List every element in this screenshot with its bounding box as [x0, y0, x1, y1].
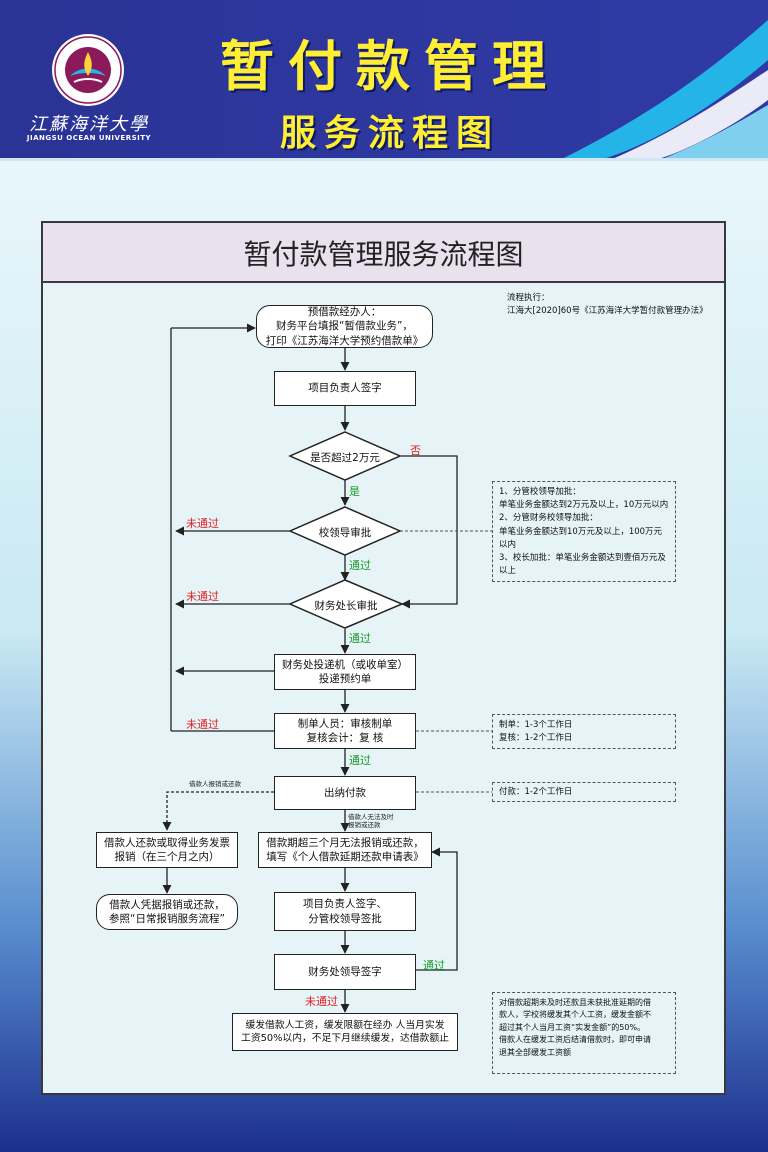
decision-finance-head-diamond — [288, 579, 404, 629]
note-pay-time: 付款：1-2个工作日 — [492, 782, 676, 802]
node-finance-head: 财务处长审批 — [314, 600, 378, 612]
note-review-time: 制单：1-3个工作日 复核：1-2个工作日 — [492, 714, 676, 749]
node-review: 制单人员：审核制单 复核会计：复 核 — [274, 713, 416, 749]
university-logo-icon — [52, 34, 124, 106]
node-deliver: 财务处投递机（或收单室） 投递预约单 — [274, 654, 416, 690]
label-pass-finance-sign: 通过 — [423, 959, 445, 972]
node-apply: 预借款经办人： 财务平台填报“暂借款业务”， 打印《江苏海洋大学预约借款单》 — [256, 305, 433, 348]
panel-title: 暂付款管理服务流程图 — [243, 238, 524, 271]
university-name-cn: 江蘇海洋大學 — [29, 114, 149, 135]
note-approval-limits: 1、分管校领导加批： 单笔业务金额达到2万元及以上，10万元以内 2、分管财务校… — [492, 481, 676, 582]
label-pass-review: 通过 — [349, 754, 371, 767]
label-no: 否 — [410, 444, 421, 457]
node-daily-flow: 借款人凭据报销或还款， 参照“日常报销服务流程” — [96, 894, 238, 930]
node-leader-sign: 项目负责人签字、 分管校领导签批 — [274, 892, 416, 931]
label-pass-finance-head: 通过 — [349, 632, 371, 645]
label-fail-finance-sign: 未通过 — [305, 995, 338, 1008]
execution-basis: 流程执行： 江海大[2020]60号《江苏海洋大学暂付款管理办法》 — [507, 292, 722, 318]
node-cashier: 出纳付款 — [274, 776, 416, 810]
label-yes: 是 — [349, 485, 360, 498]
decision-over-20k-diamond — [288, 431, 402, 481]
university-name-en: JIANGSU OCEAN UNIVERSITY — [26, 134, 152, 142]
label-unable-side: 借款人无法及时 报销或还款 — [348, 813, 394, 830]
decision-school-approve-diamond — [288, 506, 402, 556]
node-salary-withhold: 缓发借款人工资，缓发限额在经办 人当月实发 工资50%以内，不足下月继续缓发，达… — [232, 1013, 458, 1051]
execution-document: 江海大[2020]60号《江苏海洋大学暂付款管理办法》 — [507, 305, 708, 316]
node-school-approve: 校领导审批 — [318, 527, 372, 539]
poster-title: 暂付款管理 — [220, 35, 560, 98]
node-finance-sign: 财务处领导签字 — [274, 954, 416, 990]
label-repay-side: 借款人报销或还款 — [189, 780, 241, 788]
note-salary-rule: 对借款超期未及时还款且未获批准延期的借 款人，学校将缓发其个人工资，缓发金额不 … — [492, 992, 676, 1074]
label-fail-review: 未通过 — [186, 718, 219, 731]
node-extend: 借款期超三个月无法报销或还款， 填写《个人借款延期还款申请表》 — [258, 832, 432, 868]
label-fail-finance-head: 未通过 — [186, 590, 219, 603]
panel-title-bar: 暂付款管理服务流程图 — [43, 223, 724, 283]
flowchart-panel: 暂付款管理服务流程图 — [41, 221, 726, 1095]
execution-label: 流程执行： — [507, 293, 550, 303]
node-project-sign: 项目负责人签字 — [274, 371, 416, 406]
node-over-20k: 是否超过2万元 — [310, 452, 380, 464]
node-repay: 借款人还款或取得业务发票 报销（在三个月之内） — [96, 832, 238, 868]
poster-subtitle: 服务流程图 — [279, 113, 500, 154]
label-pass-school: 通过 — [349, 559, 371, 572]
label-fail-school: 未通过 — [186, 517, 219, 530]
